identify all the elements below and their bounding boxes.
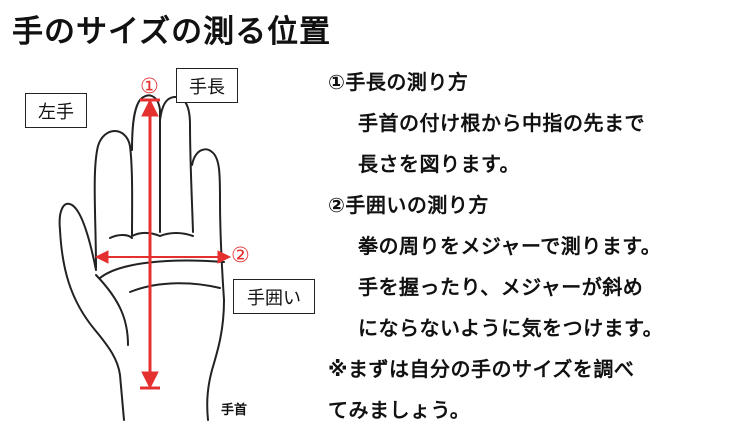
hand-length-text-2: 長さを図ります。 bbox=[358, 152, 520, 176]
hand-length-text-1: 手首の付け根から中指の先まで bbox=[358, 111, 645, 135]
girth-label: 手囲い bbox=[233, 279, 315, 314]
wrist-label: 手首 bbox=[221, 403, 248, 418]
hand-side-label: 左手 bbox=[25, 93, 87, 128]
instructions: ①手長の測り方 手首の付け根から中指の先まで 長さを図ります。 ②手囲いの測り方… bbox=[328, 62, 743, 431]
note-line-1: ※まずは自分の手のサイズを調べ bbox=[328, 357, 635, 381]
middle-finger bbox=[159, 95, 194, 233]
thumb bbox=[58, 202, 125, 421]
palm-right bbox=[206, 299, 225, 421]
palm-line-3 bbox=[95, 274, 129, 346]
hand-girth-text-1: 拳の周りをメジャーで測ります。 bbox=[358, 234, 662, 258]
length-label: 手長 bbox=[176, 68, 238, 103]
palm-line-1 bbox=[99, 259, 225, 279]
palm-line-2 bbox=[129, 282, 221, 293]
note-line-2: てみましょう。 bbox=[328, 398, 471, 422]
length-arrow bbox=[140, 98, 160, 390]
crease-1 bbox=[109, 234, 133, 239]
marker-2: ② bbox=[231, 243, 250, 267]
heading-hand-girth: ②手囲いの測り方 bbox=[328, 193, 489, 217]
hand-girth-text-2: 手を握ったり、メジャーが斜め bbox=[358, 275, 644, 299]
marker-1: ① bbox=[140, 74, 159, 98]
girth-arrow bbox=[94, 250, 232, 264]
hand-girth-text-3: にならないように気をつけます。 bbox=[358, 316, 664, 340]
girth-label-text: 手囲い bbox=[247, 287, 301, 309]
page-title: 手のサイズの測る位置 bbox=[12, 14, 332, 50]
little-finger bbox=[93, 130, 134, 269]
crease-3 bbox=[159, 232, 194, 237]
crease-2 bbox=[131, 232, 161, 237]
index-finger bbox=[191, 148, 225, 301]
length-label-text: 手長 bbox=[189, 76, 225, 98]
heading-hand-length: ①手長の測り方 bbox=[328, 70, 469, 94]
hand-side-text: 左手 bbox=[38, 101, 74, 123]
